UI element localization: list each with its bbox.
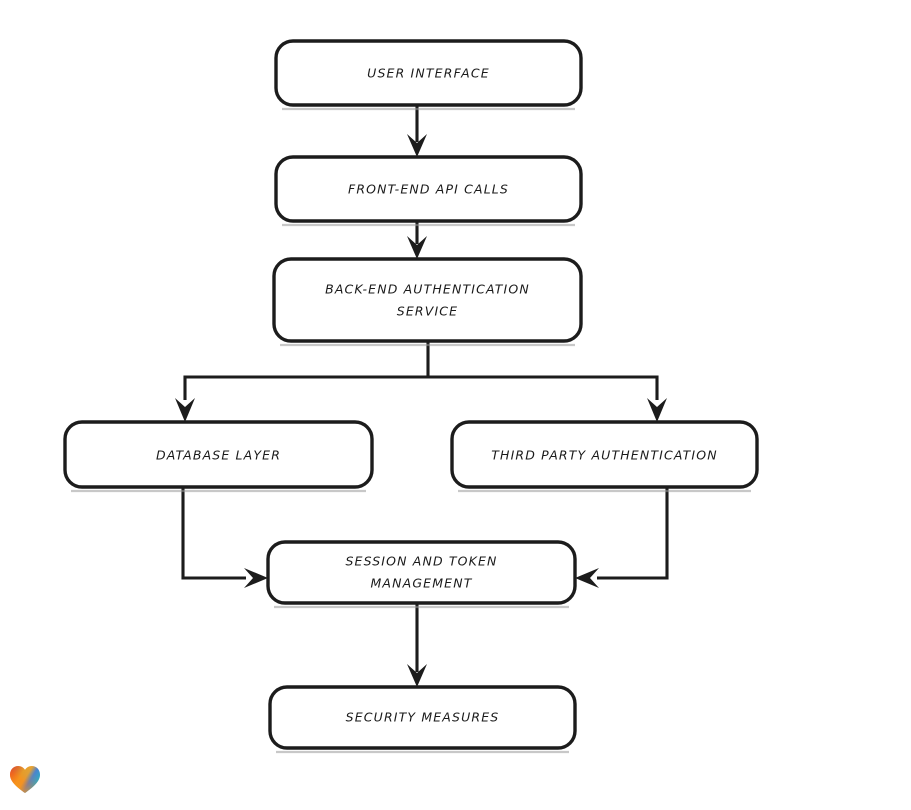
edge-thirdparty-to-session <box>575 487 669 588</box>
node-box-user-interface[interactable] <box>274 39 583 107</box>
edge-auth-to-thirdparty <box>647 398 667 422</box>
node-back-end-authentication-service[interactable]: Back-End Authentication Service <box>272 257 583 347</box>
node-third-party-authentication[interactable]: Third Party Authentication <box>450 420 759 493</box>
edge-auth-split-trunk <box>183 341 659 400</box>
node-user-interface[interactable]: User Interface <box>274 39 583 111</box>
node-database-layer[interactable]: Database Layer <box>63 420 374 493</box>
node-box-third-party-authentication[interactable] <box>450 420 759 489</box>
node-label-session-and-token-management-line1: Session and Token <box>345 554 497 569</box>
node-label-back-end-authentication-service-line2: Service <box>397 304 458 319</box>
node-box-front-end-api-calls[interactable] <box>274 155 583 223</box>
node-front-end-api-calls[interactable]: Front-End API Calls <box>274 155 583 227</box>
node-label-user-interface: User Interface <box>367 66 490 81</box>
node-label-front-end-api-calls: Front-End API Calls <box>348 182 509 197</box>
node-label-security-measures: Security Measures <box>346 710 500 725</box>
node-label-session-and-token-management-line2: Management <box>371 576 473 591</box>
node-label-third-party-authentication: Third Party Authentication <box>491 448 718 463</box>
node-security-measures[interactable]: Security Measures <box>268 685 577 754</box>
node-session-and-token-management[interactable]: Session and Token Management <box>266 540 577 609</box>
node-box-back-end-authentication-service[interactable] <box>272 257 583 343</box>
node-box-database-layer[interactable] <box>63 420 374 489</box>
edge-session-to-security <box>407 603 427 687</box>
node-box-session-and-token-management[interactable] <box>266 540 577 605</box>
edge-api-to-auth <box>407 221 427 259</box>
edge-ui-to-api <box>407 105 427 157</box>
node-label-back-end-authentication-service-line1: Back-End Authentication <box>325 282 530 297</box>
node-box-security-measures[interactable] <box>268 685 577 750</box>
edge-database-to-session <box>181 487 268 588</box>
node-label-database-layer: Database Layer <box>156 448 281 463</box>
heart-icon <box>10 766 40 793</box>
edge-auth-to-database <box>175 398 195 422</box>
